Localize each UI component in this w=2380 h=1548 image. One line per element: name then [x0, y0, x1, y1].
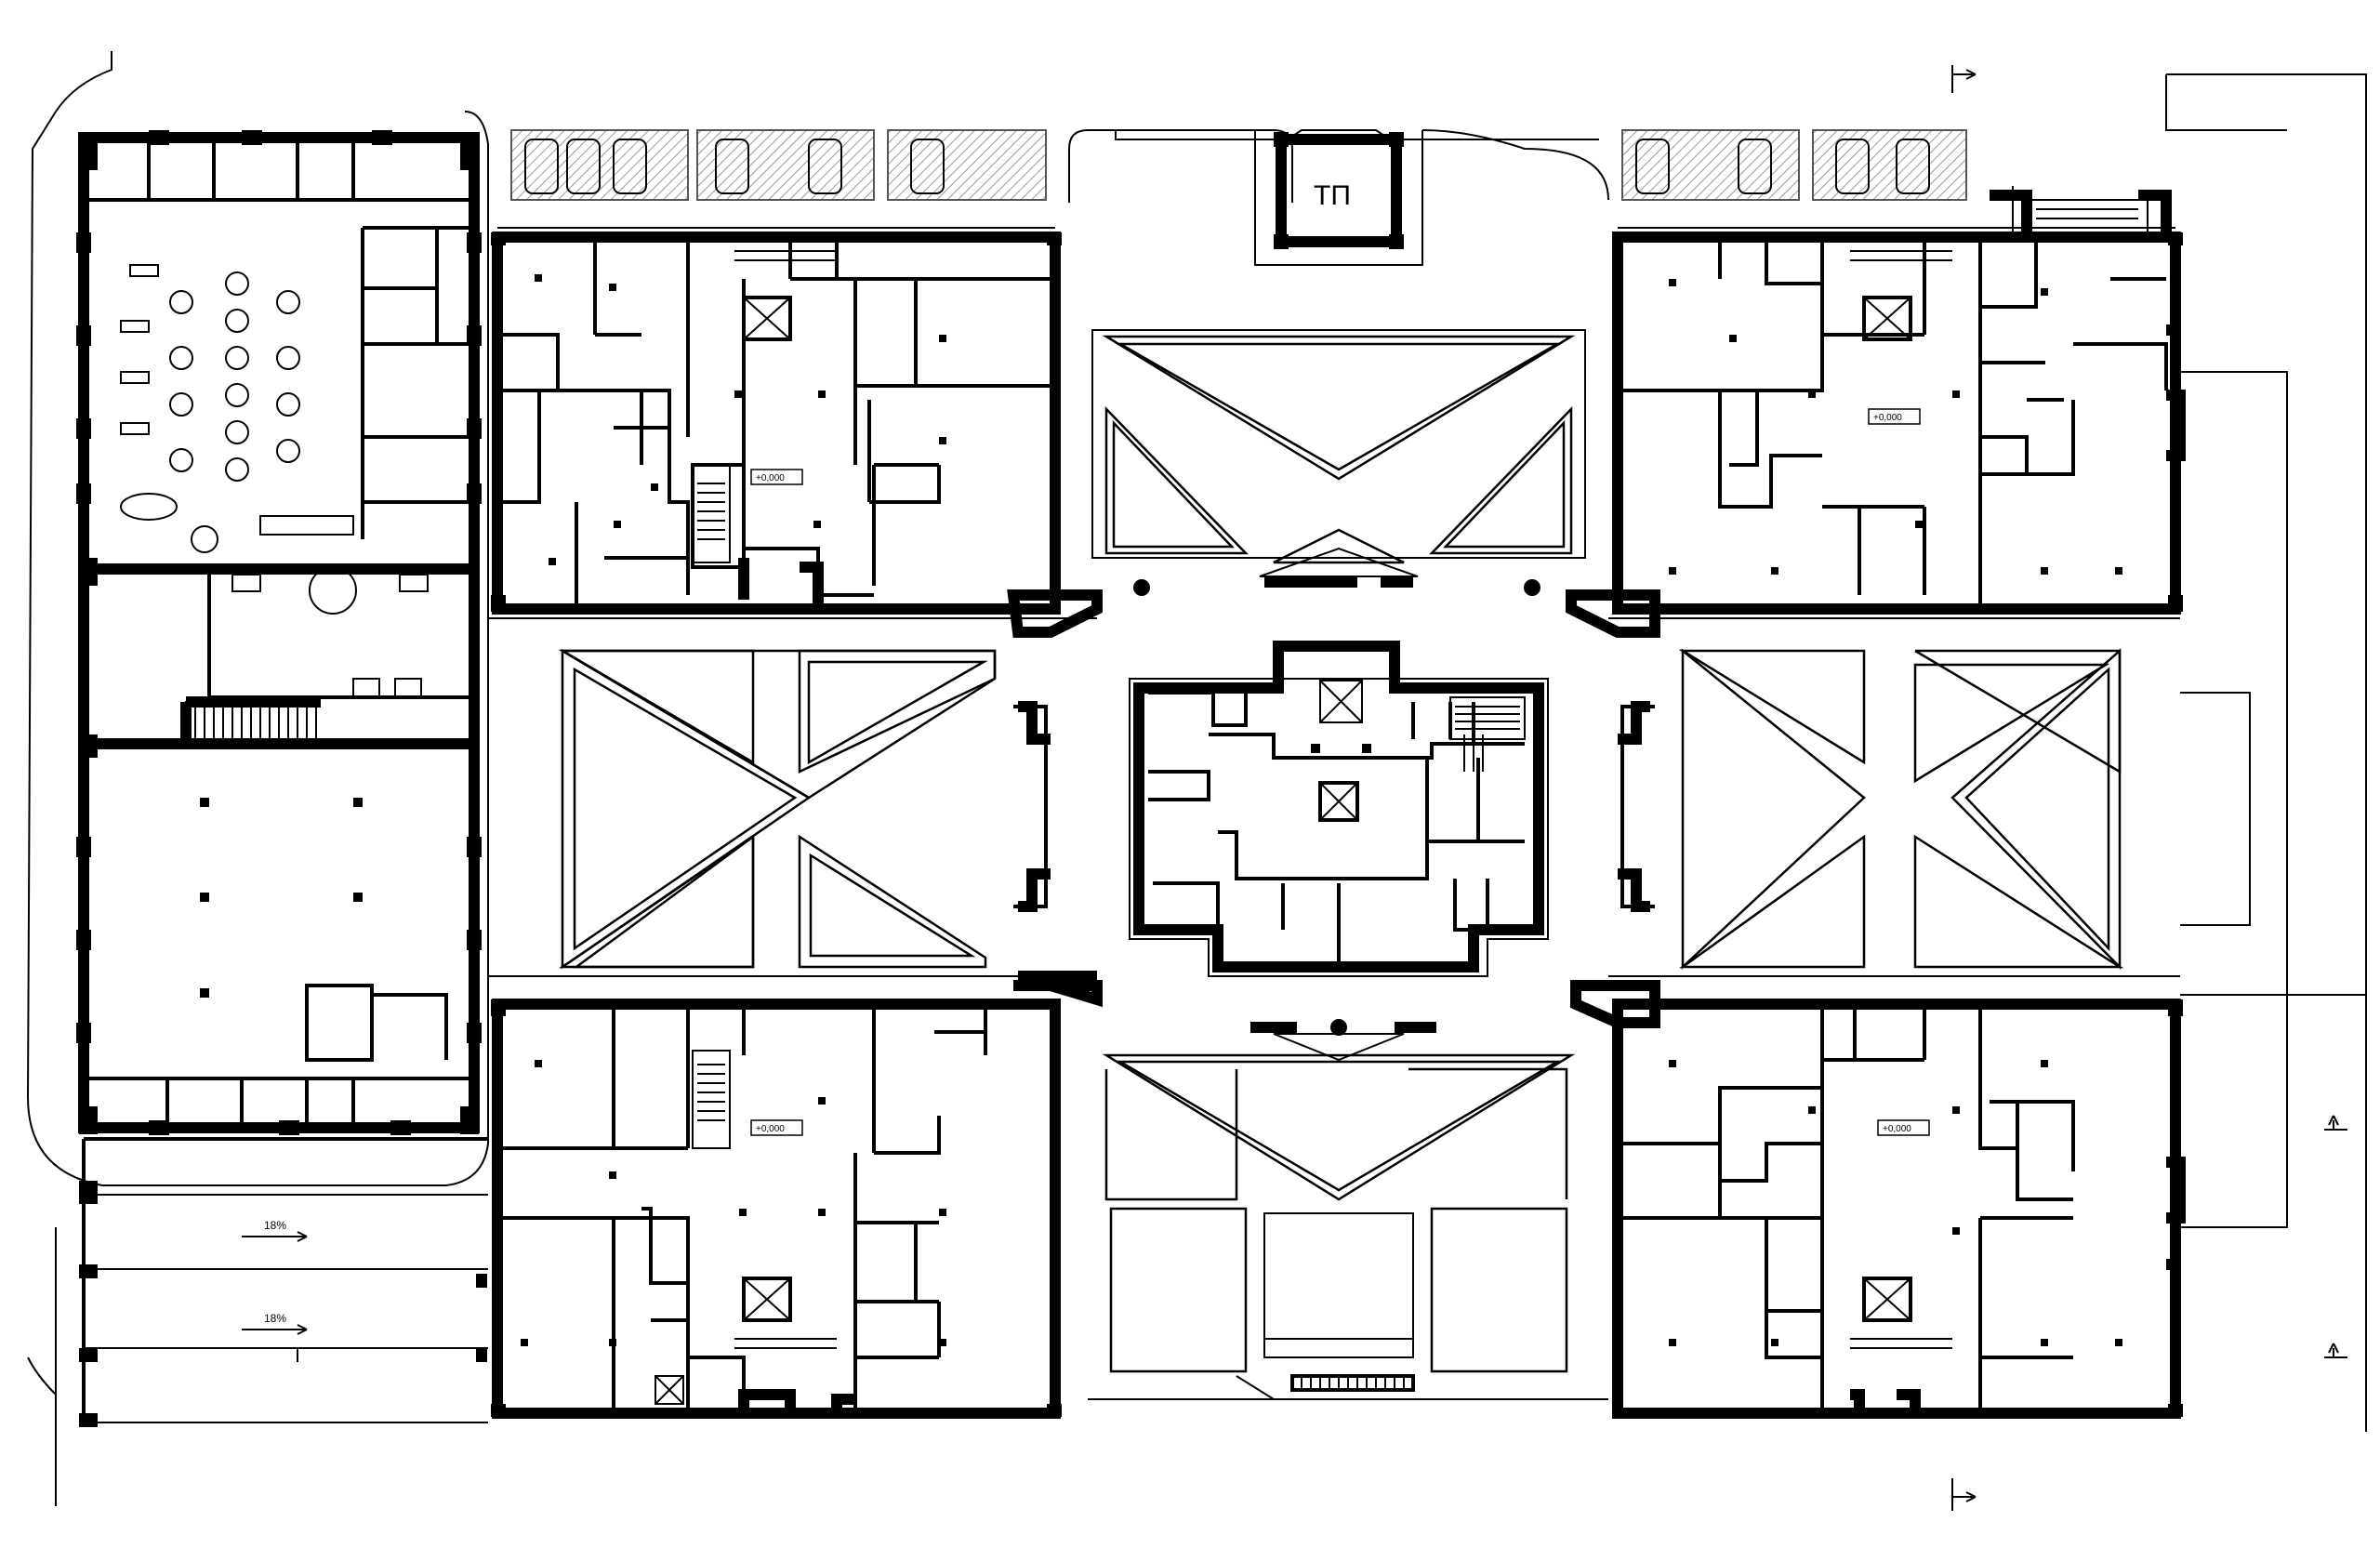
parking-ramp: 18% 18% [79, 1137, 488, 1427]
stair-icon [692, 250, 837, 563]
column-icon [1669, 1060, 2122, 1346]
building-northwest: +0,000 [491, 227, 1103, 638]
stair-icon [1455, 706, 1520, 772]
stair-icon [692, 1050, 837, 1349]
column-icon [535, 274, 946, 565]
courtyard-east [1608, 617, 2251, 977]
level-mark-se: +0,000 [1883, 1124, 1911, 1134]
stair-icon [1850, 1338, 1952, 1349]
transformer-substation: ТП [1068, 129, 1609, 266]
courtyard-west [488, 617, 1097, 977]
site-boundary [26, 51, 2367, 1506]
car-icon [524, 139, 1930, 194]
ramp-slope-1: 18% [264, 1219, 286, 1232]
level-mark-nw: +0,000 [756, 473, 785, 483]
building-southeast: +0,000 [1570, 980, 2186, 1419]
column-icon [521, 1060, 946, 1346]
elevator-icon [1862, 296, 1912, 341]
table-icon [120, 264, 429, 698]
column-icon [1669, 279, 2122, 575]
elevator-icon [654, 1277, 792, 1405]
substation-label: ТП [1314, 180, 1351, 211]
column-icon [1311, 744, 1371, 753]
level-mark-ne: +0,000 [1873, 413, 1902, 423]
elevator-icon [742, 296, 792, 341]
section-arrow-icon [1951, 65, 2347, 1511]
stair-icon [185, 701, 317, 745]
level-mark-sw: +0,000 [756, 1124, 785, 1134]
courtyard-north [1091, 329, 1586, 596]
courtyard-south [1088, 1019, 1608, 1400]
building-northeast: +0,000 [1566, 190, 2186, 638]
restaurant-block [76, 130, 482, 1135]
elevator-icon [1862, 1277, 1912, 1322]
building-southwest: +0,000 [491, 971, 1103, 1419]
central-building [1129, 641, 1549, 977]
ramp-slope-2: 18% [264, 1312, 286, 1325]
column-icon [200, 798, 363, 998]
parking-stalls [510, 129, 2149, 233]
stair-icon [1850, 250, 1952, 261]
elevator-icon [1318, 680, 1363, 822]
wall-piers [76, 130, 482, 1135]
